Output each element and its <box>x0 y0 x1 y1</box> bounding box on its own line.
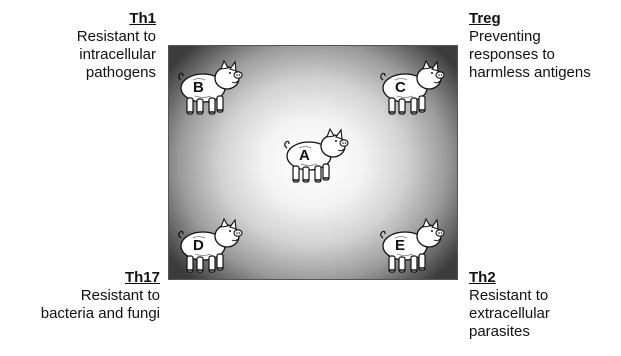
quadrant-label-th17: Th17 Resistant to bacteria and fungi <box>0 269 160 323</box>
pig-letter-c: C <box>395 79 406 96</box>
pig-d: D <box>175 216 249 276</box>
treg-heading: Treg <box>469 10 501 27</box>
quadrant-label-treg: Treg Preventing responses to harmless an… <box>469 10 621 82</box>
pig-e: E <box>377 216 451 276</box>
pig-icon <box>177 60 243 115</box>
pig-icon <box>379 60 445 115</box>
quadrant-label-th1: Th1 Resistant to intracellular pathogens <box>0 10 156 82</box>
treg-description: Preventing responses to harmless antigen… <box>469 28 591 81</box>
pig-letter-e: E <box>395 237 406 254</box>
th1-description: Resistant to intracellular pathogens <box>76 28 156 81</box>
pig-a: A <box>281 126 355 186</box>
gradient-panel: B C A D E <box>168 45 458 280</box>
pig-icon <box>283 128 349 183</box>
pig-letter-a: A <box>299 147 310 164</box>
pig-b: B <box>175 58 249 118</box>
pig-icon <box>177 218 243 273</box>
pig-letter-d: D <box>193 237 204 254</box>
th1-heading: Th1 <box>129 10 156 27</box>
th17-heading: Th17 <box>124 269 160 286</box>
pig-letter-b: B <box>193 79 204 96</box>
th2-heading: Th2 <box>469 269 496 286</box>
pig-c: C <box>377 58 451 118</box>
th2-description: Resistant to extracellular parasites <box>469 287 550 340</box>
quadrant-label-th2: Th2 Resistant to extracellular parasites <box>469 269 621 341</box>
th17-description: Resistant to bacteria and fungi <box>40 287 160 322</box>
pig-icon <box>379 218 445 273</box>
